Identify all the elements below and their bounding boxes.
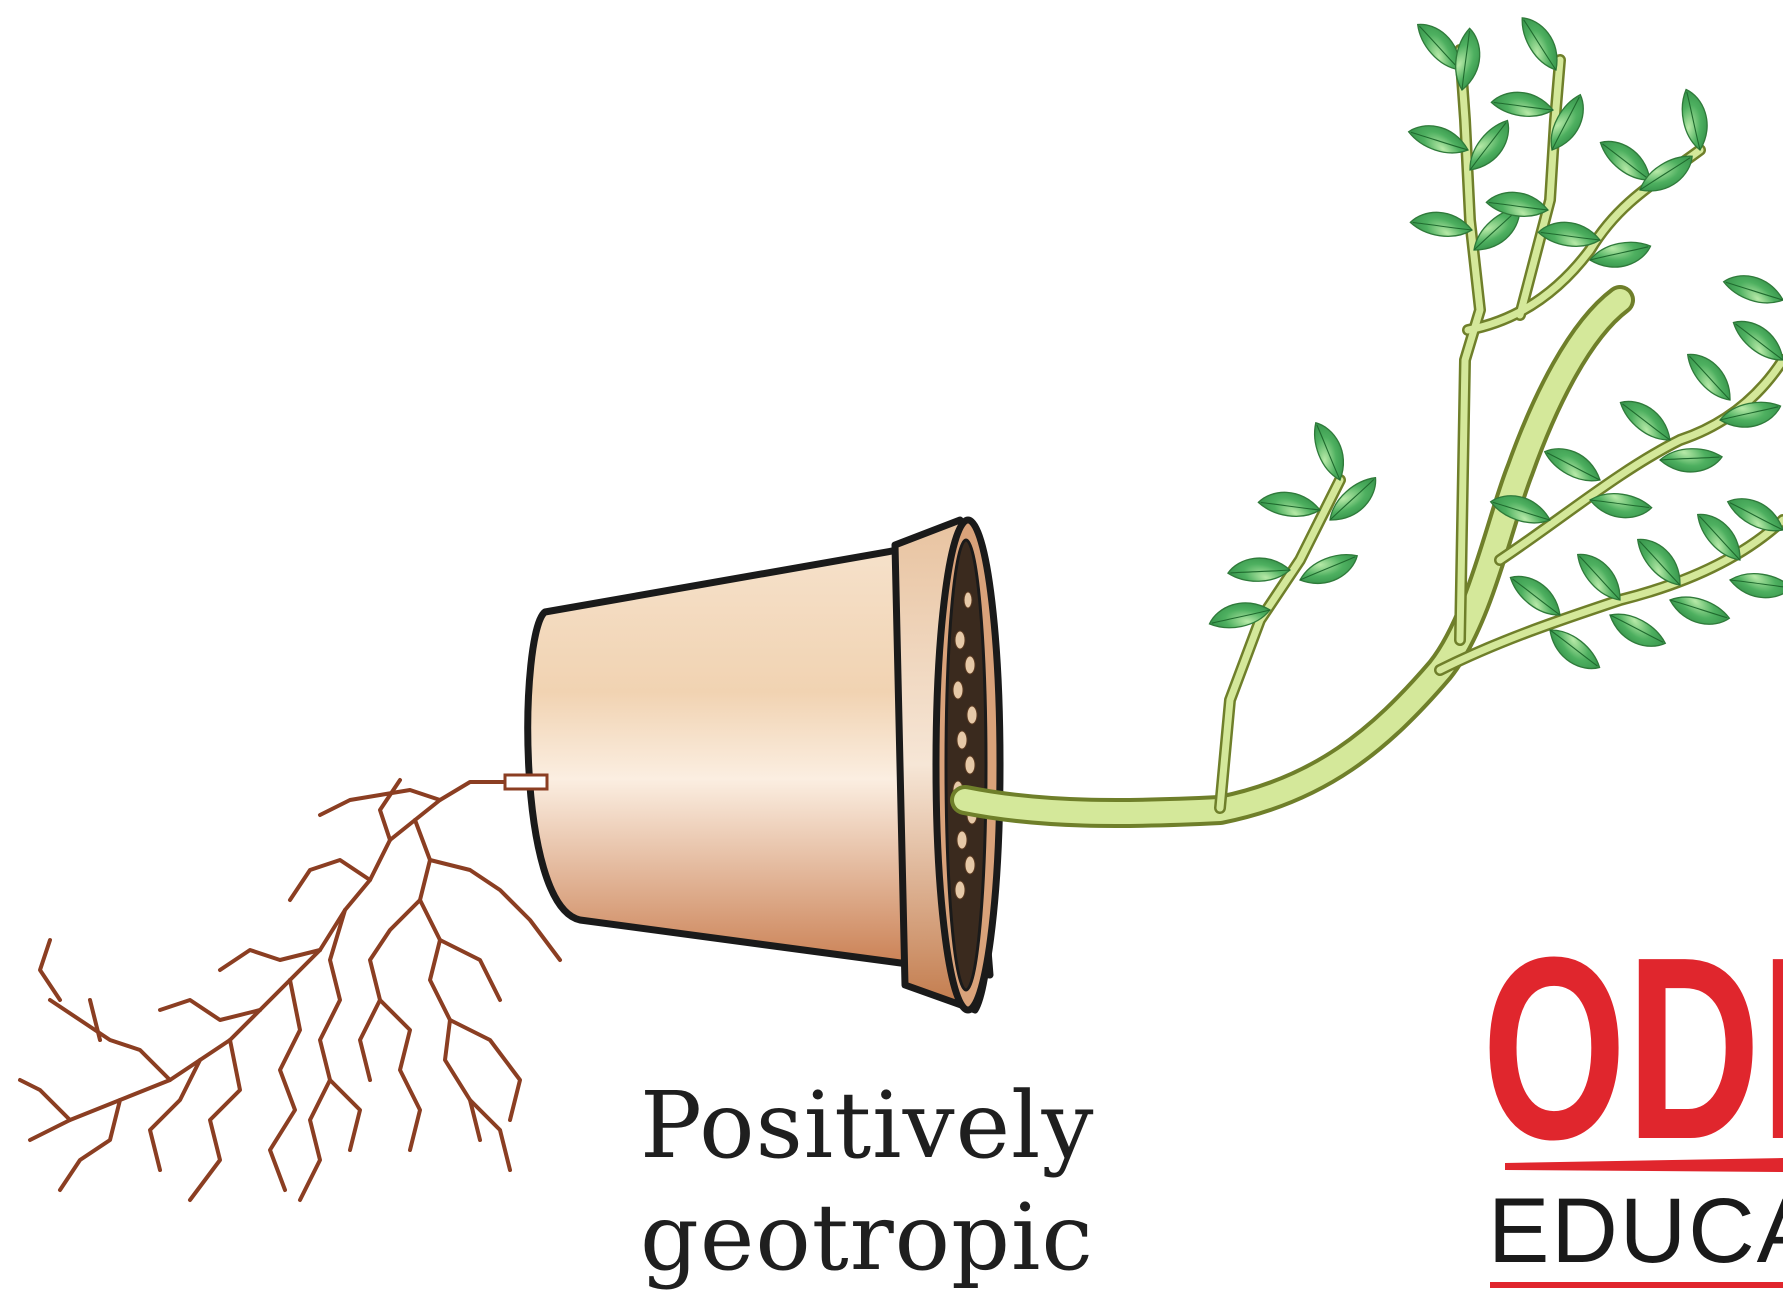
roots bbox=[20, 780, 560, 1200]
brand-sub-text: EDUCAT bbox=[1488, 1180, 1783, 1282]
brand-bottom-line bbox=[1490, 1282, 1783, 1288]
caption-line-1: Positively bbox=[640, 1070, 1060, 1182]
caption-positively-geotropic: Positively geotropic bbox=[640, 1070, 1060, 1294]
brand-logo-text: ODI bbox=[1482, 904, 1783, 1194]
caption-line-2: geotropic bbox=[640, 1182, 1060, 1294]
flower-pot bbox=[505, 520, 1000, 1010]
brand-watermark: ODI EDUCAT bbox=[1482, 904, 1783, 1288]
